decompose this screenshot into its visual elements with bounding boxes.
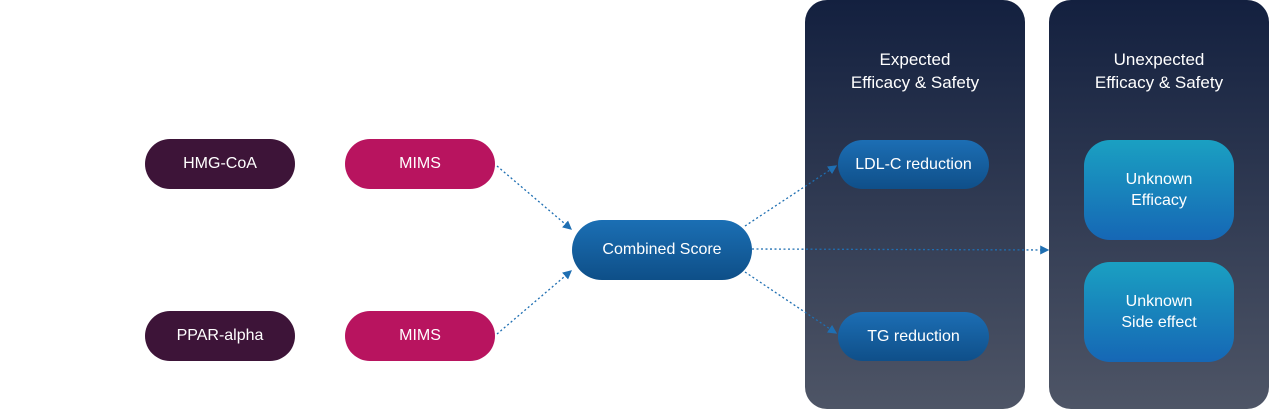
unknown-side-effect-node: Unknown Side effect [1084, 262, 1234, 362]
mims-node-2: MIMS [345, 311, 495, 361]
arrow-mims1-to-combined [496, 165, 572, 230]
arrow-combined-to-ldlc [744, 165, 838, 227]
target-ppar-alpha: PPAR-alpha [145, 311, 295, 361]
unknown-efficacy-node: Unknown Efficacy [1084, 140, 1234, 240]
arrow-mims2-to-combined [496, 270, 572, 335]
tg-reduction-node: TG reduction [838, 312, 989, 361]
unexpected-panel-title: Unexpected Efficacy & Safety [1094, 50, 1224, 92]
combined-score-node: Combined Score [572, 220, 752, 280]
target-hmg-coa: HMG-CoA [145, 139, 295, 189]
expected-panel-title: Expected Efficacy & Safety [850, 50, 980, 92]
arrow-combined-to-tg [744, 271, 838, 334]
mims-node-1: MIMS [345, 139, 495, 189]
arrow-combined-to-unexpected [751, 245, 1050, 255]
ldl-c-reduction-node: LDL-C reduction [838, 140, 989, 189]
